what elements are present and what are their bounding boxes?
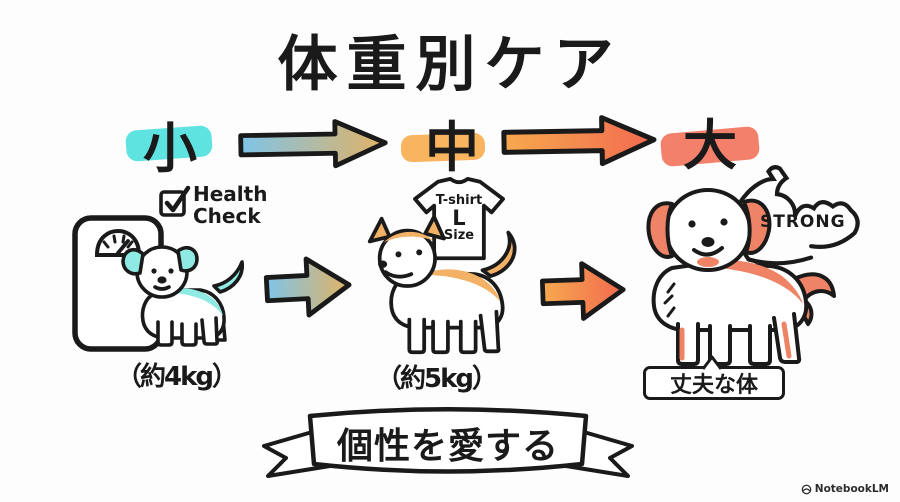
banner-ribbon <box>262 407 634 478</box>
large-dog-parts <box>646 188 836 366</box>
tshirt-line3: Size <box>443 228 475 244</box>
notebooklm-logo-icon <box>801 484 812 494</box>
banner-text: 個性を愛する <box>336 426 559 467</box>
arrow-small-to-medium-icon <box>238 119 388 169</box>
size-label-large: 大 <box>683 114 737 177</box>
watermark-text: NotebookLM <box>814 483 889 495</box>
tshirt-line2: L <box>452 206 466 230</box>
arrow-smalldog-to-mediumdog-icon <box>263 256 352 318</box>
watermark: NotebookLM <box>801 483 889 495</box>
large-dog-caption: 丈夫な体 <box>643 366 785 400</box>
arrow-mediumdog-to-largedog-icon <box>539 261 626 321</box>
caption-notch-icon <box>701 355 723 370</box>
small-dog-parts <box>121 245 245 347</box>
small-dog-weight-label: （約4kg） <box>116 362 238 392</box>
medium-dog-weight-label: （約5kg） <box>376 364 498 394</box>
medium-dog-illustration <box>367 214 517 355</box>
tshirt-line1: T-shirt <box>435 193 483 208</box>
page-title: 体重別ケア <box>277 30 623 100</box>
medium-dog-parts <box>367 214 517 355</box>
large-dog-illustration <box>646 188 836 366</box>
size-label-small: 小 <box>143 117 197 180</box>
size-label-medium: 中 <box>425 116 479 179</box>
checkbox-checked-icon <box>159 185 191 217</box>
tshirt-size-label: T-shirt L Size <box>424 194 494 242</box>
strong-label: STRONG <box>760 212 846 232</box>
health-check-label: Health Check <box>193 182 268 229</box>
arrow-medium-to-large-icon <box>501 115 657 167</box>
small-dog-illustration <box>121 245 245 347</box>
